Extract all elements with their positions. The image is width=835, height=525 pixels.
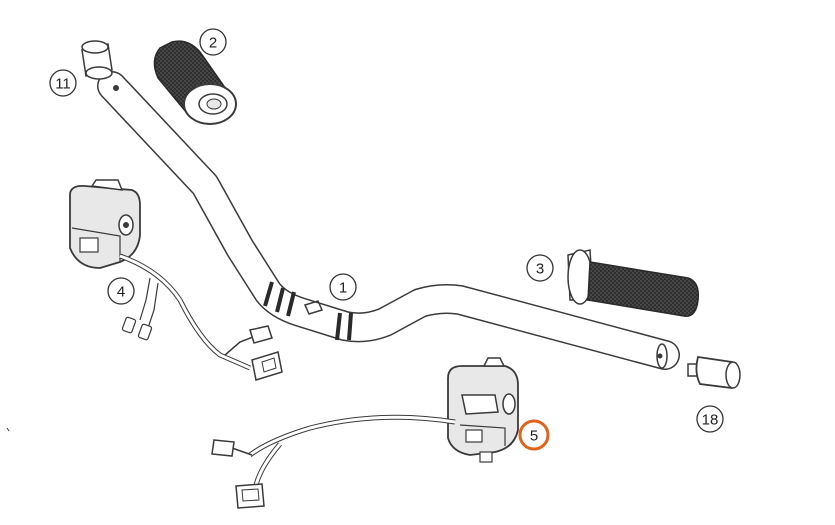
callout-label: 3 — [536, 261, 544, 278]
callout-label: 2 — [209, 35, 217, 52]
callout-circle — [696, 405, 724, 433]
callout-layer: 1 2 3 4 5 11 18 — [49, 28, 724, 451]
right-switch[interactable] — [211, 357, 519, 509]
callout-circle — [526, 254, 554, 282]
callout-right-switch[interactable]: 5 — [518, 419, 550, 451]
callout-label: 18 — [702, 412, 719, 429]
callout-circle — [329, 273, 357, 301]
callout-label: 5 — [530, 428, 538, 445]
callout-label: 4 — [117, 284, 125, 301]
callout-left-grip[interactable]: 2 — [199, 28, 227, 56]
callout-label: 11 — [55, 76, 71, 93]
stray-mark — [6, 427, 10, 432]
handlebar-rings — [263, 281, 353, 341]
callout-label: 1 — [339, 280, 347, 297]
left-grip[interactable] — [153, 40, 237, 125]
right-grip[interactable] — [567, 249, 700, 317]
callout-handlebar[interactable]: 1 — [329, 273, 357, 301]
callout-circle — [107, 277, 135, 305]
left-switch[interactable] — [69, 179, 283, 381]
callout-circle — [49, 69, 77, 97]
callout-circle — [199, 28, 227, 56]
callout-bar-end-sleeve[interactable]: 11 — [49, 69, 77, 97]
bar-end-sleeve[interactable] — [81, 40, 113, 80]
callout-left-switch[interactable]: 4 — [107, 277, 135, 305]
callout-circle — [518, 419, 550, 451]
callout-right-grip[interactable]: 3 — [526, 254, 554, 282]
handlebar[interactable] — [97, 71, 680, 370]
callout-bar-end-weight[interactable]: 18 — [696, 405, 724, 433]
bar-end-weight[interactable] — [687, 355, 741, 389]
